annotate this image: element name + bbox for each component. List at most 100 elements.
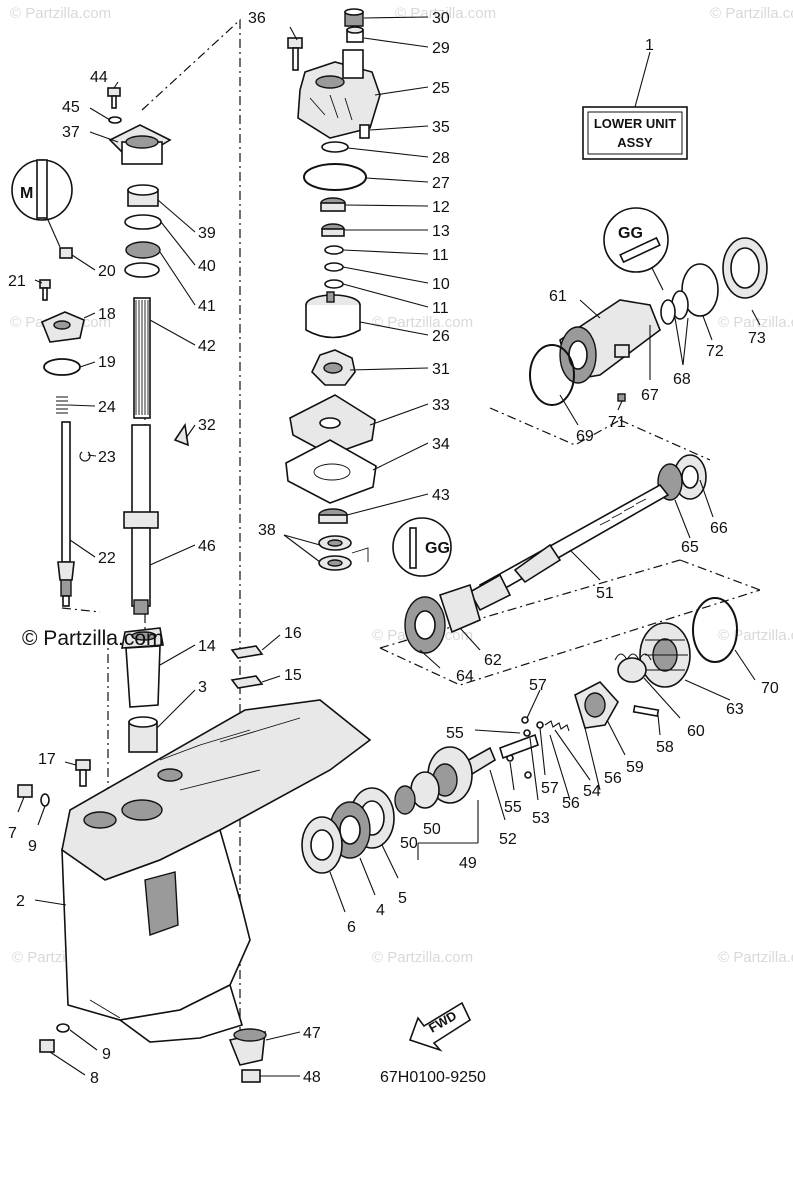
assy-box-line2: ASSY	[617, 135, 653, 150]
callout-72: 72	[706, 343, 724, 360]
callout-23: 23	[98, 449, 116, 466]
callout-42: 42	[198, 338, 216, 355]
callout-39: 39	[198, 225, 216, 242]
callout-14: 14	[198, 638, 216, 655]
callout-35: 35	[432, 119, 450, 136]
callout-20: 20	[98, 263, 116, 280]
callout-28: 28	[432, 150, 450, 167]
callout-11: 11	[432, 247, 449, 264]
watermark: © Partzilla.com	[718, 627, 793, 644]
callout-11: 11	[432, 300, 449, 317]
callout-46: 46	[198, 538, 216, 555]
watermark: © Partzilla.com	[718, 314, 793, 331]
callout-55: 55	[504, 799, 522, 816]
callout-51: 51	[596, 585, 614, 602]
lower-unit-assy-box: LOWER UNIT ASSY 1	[582, 37, 688, 160]
callout-27: 27	[432, 175, 450, 192]
callout-50: 50	[400, 835, 418, 852]
watermark: © Partzilla.com	[372, 314, 473, 331]
fwd-arrow-icon: FWD	[408, 1001, 472, 1052]
callout-43: 43	[432, 487, 450, 504]
callout-6: 6	[347, 919, 356, 936]
shift-rod-parts: M	[11, 159, 91, 607]
callout-55: 55	[446, 725, 464, 742]
callout-57: 57	[529, 677, 547, 694]
assy-box-line1: LOWER UNIT	[594, 116, 676, 131]
callout-38: 38	[258, 522, 276, 539]
callout-17: 17	[38, 751, 56, 768]
callout-71: 71	[608, 414, 626, 431]
callout-30: 30	[432, 10, 450, 27]
callout-73: 73	[748, 330, 766, 347]
callout-44: 44	[90, 69, 108, 86]
drive-shaft-parts	[107, 87, 189, 753]
callout-12: 12	[432, 199, 450, 216]
callout-45: 45	[62, 99, 80, 116]
callout-1: 1	[645, 37, 654, 54]
callout-69: 69	[576, 428, 594, 445]
callout-56: 56	[562, 795, 580, 812]
callout-21: 21	[8, 273, 26, 290]
callout-63: 63	[726, 701, 744, 718]
callout-54: 54	[583, 783, 601, 800]
callout-numbers: 3 6 30 29 2 5 35 28 27 12 13 11 10 11 26 3…	[8, 10, 779, 1087]
watermark: © Partzilla.com	[10, 5, 111, 22]
callout-29: 29	[432, 40, 450, 57]
callout-3: 3	[198, 679, 207, 696]
watermark: © Partzilla.com	[372, 949, 473, 966]
callout-70: 70	[761, 680, 779, 697]
callout-26: 26	[432, 328, 450, 345]
callout-16: 16	[284, 625, 302, 642]
callout-40: 40	[198, 258, 216, 275]
callout-66: 66	[710, 520, 728, 537]
callout-10: 10	[432, 276, 450, 293]
callout-8: 8	[90, 1070, 99, 1087]
callout-49: 49	[459, 855, 477, 872]
callout-50: 50	[423, 821, 441, 838]
water-pump-parts	[285, 8, 381, 571]
callout-18: 18	[98, 306, 116, 323]
diagram-code: 67H0100-9250	[380, 1069, 486, 1086]
watermark: © Partzilla.com	[395, 5, 496, 22]
callout-53: 53	[532, 810, 550, 827]
grease-callout-inset: GG	[392, 517, 452, 577]
callout-4: 4	[376, 902, 385, 919]
callout-62: 62	[484, 652, 502, 669]
callout-7: 7	[8, 825, 17, 842]
callout-33: 33	[432, 397, 450, 414]
callout-9: 9	[102, 1046, 111, 1063]
callout-37: 37	[62, 124, 80, 141]
callout-67: 67	[641, 387, 659, 404]
inset-gg-label: GG	[618, 225, 643, 242]
callout-47: 47	[303, 1025, 321, 1042]
callout-68: 68	[673, 371, 691, 388]
callout-22: 22	[98, 550, 116, 567]
leader-lines	[17, 16, 761, 1077]
watermark: © Partzilla.com	[710, 5, 793, 22]
callout-57: 57	[541, 780, 559, 797]
callout-13: 13	[432, 223, 450, 240]
callout-61: 61	[549, 288, 567, 305]
callout-15: 15	[284, 667, 302, 684]
propeller-shaft-parts: GG	[301, 207, 768, 874]
callout-34: 34	[432, 436, 450, 453]
callout-59: 59	[626, 759, 644, 776]
callout-65: 65	[681, 539, 699, 556]
callout-24: 24	[98, 399, 116, 416]
callout-48: 48	[303, 1069, 321, 1086]
inset-m-label: M	[20, 185, 33, 202]
callout-32: 32	[198, 417, 216, 434]
callout-31: 31	[432, 361, 450, 378]
callout-9: 9	[28, 838, 37, 855]
key-parts	[230, 645, 264, 689]
callout-64: 64	[456, 668, 474, 685]
copyright-logo: © Partzilla.com	[22, 627, 164, 650]
callout-5: 5	[398, 890, 407, 907]
callout-2: 2	[16, 893, 25, 910]
callout-41: 41	[198, 298, 216, 315]
callout-56: 56	[604, 770, 622, 787]
callout-52: 52	[499, 831, 517, 848]
inset-gg-label: GG	[425, 540, 450, 557]
watermark: © Partzilla.com	[718, 949, 793, 966]
